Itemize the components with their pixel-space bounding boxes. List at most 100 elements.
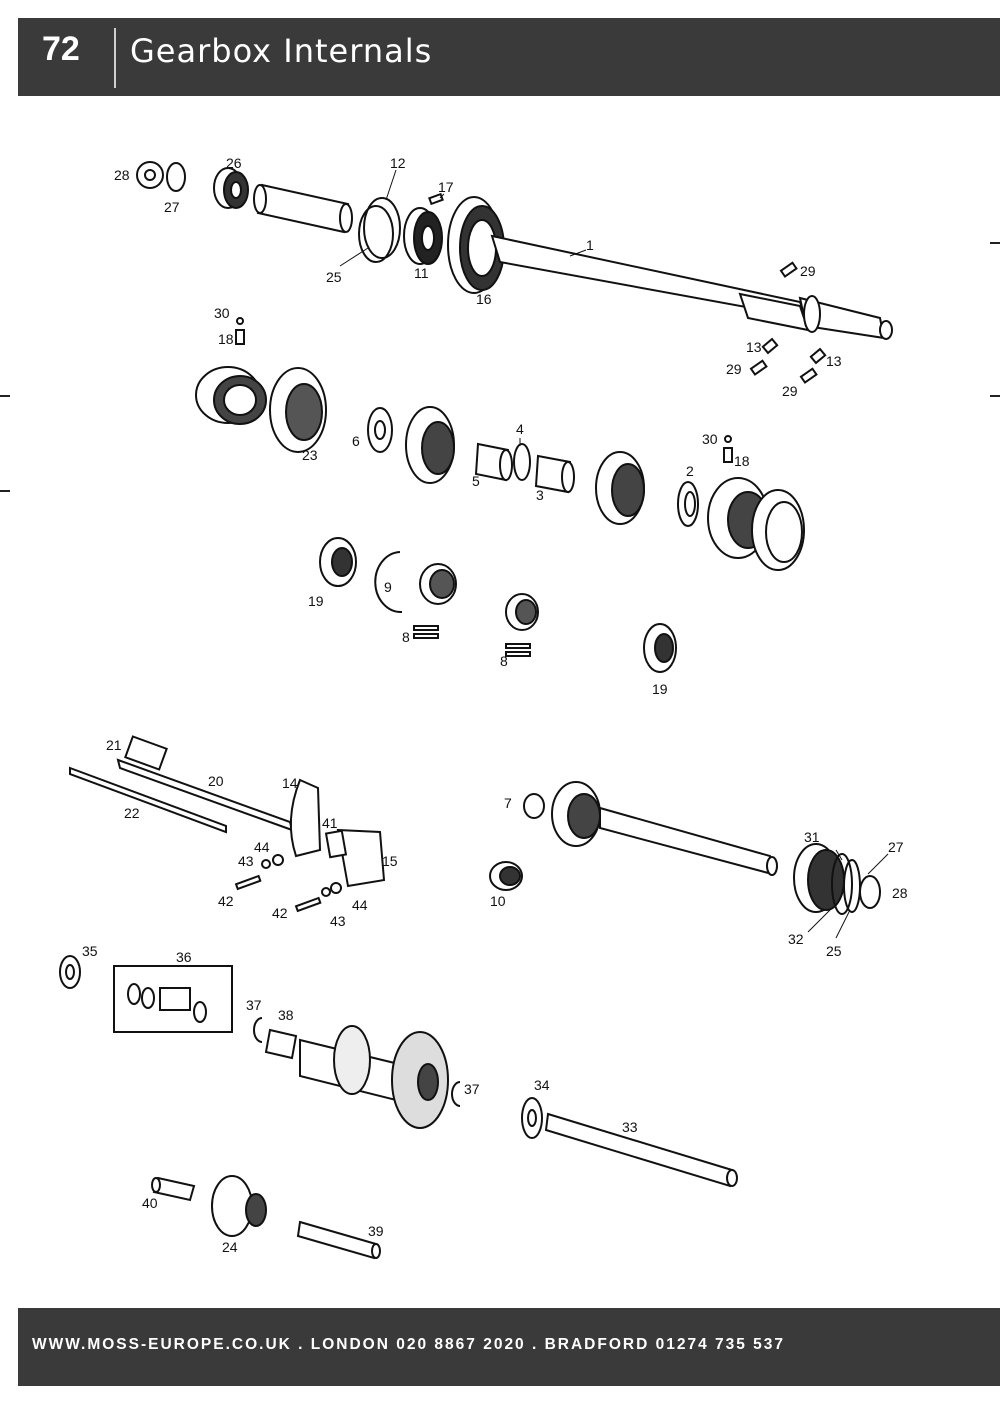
part-bush-5 (474, 442, 513, 482)
callout-label: 19 (652, 681, 668, 697)
callout-label: 44 (254, 839, 270, 855)
callout-label: 6 (352, 433, 360, 449)
callout-label: 23 (302, 447, 318, 463)
part-pin-29 (799, 367, 818, 384)
part-sleeve (253, 183, 353, 234)
callout-label: 25 (326, 269, 342, 285)
part-layshaft-33 (544, 1112, 738, 1188)
callout-label: 29 (800, 263, 816, 279)
callout-label: 34 (534, 1077, 550, 1093)
callout-label: 28 (892, 885, 908, 901)
part-fork-14 (289, 778, 322, 858)
callout-label: 29 (782, 383, 798, 399)
part-kit-box-36 (113, 965, 233, 1033)
callout-label: 33 (622, 1119, 638, 1135)
page-footer: WWW.MOSS-EUROPE.CO.UK . LONDON 020 8867 … (18, 1308, 1000, 1386)
part-needle-cage (505, 593, 539, 631)
part-spring-18 (723, 447, 733, 463)
callout-label: 14 (282, 775, 298, 791)
callout-label: 21 (106, 737, 122, 753)
callout-label: 20 (208, 773, 224, 789)
part-nut-28 (859, 875, 881, 909)
callout-label: 16 (476, 291, 492, 307)
part-bearing-26 (213, 167, 249, 209)
margin-mark (990, 395, 1000, 397)
part-fork-21 (124, 735, 168, 771)
part-circlip-9 (374, 551, 403, 614)
margin-mark (0, 490, 10, 492)
callout-label: 10 (490, 893, 506, 909)
part-fork-15 (336, 828, 386, 888)
callout-label: 9 (384, 579, 392, 595)
callout-label: 43 (330, 913, 346, 929)
page-header: 72 Gearbox Internals (18, 18, 1000, 96)
part-synchro-hub (195, 366, 267, 425)
callout-label: 8 (500, 653, 508, 669)
part-washer-44 (272, 854, 342, 894)
part-ring-19 (643, 623, 677, 673)
callout-label: 43 (238, 853, 254, 869)
part-thrust-washer-35 (59, 955, 81, 989)
callout-label: 4 (516, 421, 524, 437)
callout-label: 40 (142, 1195, 158, 1211)
part-screw-42 (234, 874, 262, 891)
part-circlip-12 (363, 197, 401, 259)
part-spring-13 (809, 347, 827, 365)
part-synchro-sleeve (751, 489, 805, 571)
part-spring-18 (235, 329, 245, 345)
margin-mark (0, 395, 10, 397)
callout-label: 39 (368, 1223, 384, 1239)
part-bearing-38 (264, 1028, 298, 1060)
callout-label: 36 (176, 949, 192, 965)
callout-label: 32 (788, 931, 804, 947)
part-nut-28 (136, 161, 164, 189)
part-layshaft-cluster (299, 1025, 449, 1129)
callout-label: 30 (214, 305, 230, 321)
callout-label: 42 (218, 893, 234, 909)
callout-label: 26 (226, 155, 242, 171)
part-rollers-8 (413, 625, 439, 639)
callout-label: 44 (352, 897, 368, 913)
callout-label: 5 (472, 473, 480, 489)
callout-label: 24 (222, 1239, 238, 1255)
part-needle-bearing-10 (489, 861, 523, 891)
part-bush-3 (534, 454, 575, 494)
part-first-motion-gear (551, 781, 601, 847)
part-gear (595, 451, 645, 525)
callout-label: 41 (322, 815, 338, 831)
header-divider (114, 28, 116, 88)
part-gear (405, 406, 455, 484)
callout-label: 25 (826, 943, 842, 959)
callout-label: 11 (414, 265, 429, 281)
part-washer-43 (261, 859, 331, 897)
part-pin-29 (749, 359, 768, 376)
part-circlip-25 (358, 205, 394, 263)
callout-label: 13 (826, 353, 842, 369)
part-first-motion-shaft (599, 806, 778, 876)
callout-label: 19 (308, 593, 324, 609)
part-ring-19 (319, 537, 357, 587)
callout-label: 12 (390, 155, 406, 171)
callout-label: 38 (278, 1007, 294, 1023)
callout-label: 2 (686, 463, 694, 479)
part-circlip-37 (253, 1017, 263, 1043)
part-bearing-11 (403, 207, 443, 265)
part-washer-4 (513, 443, 531, 481)
callout-label: 29 (726, 361, 742, 377)
part-mainshaft-1 (490, 234, 893, 340)
part-gear-23 (269, 367, 327, 453)
part-spring-13 (761, 337, 779, 355)
part-screw-42 (294, 896, 322, 913)
part-reverse-gear-24 (211, 1175, 267, 1237)
callout-label: 15 (382, 853, 398, 869)
part-washer-6 (367, 407, 393, 453)
callout-label: 8 (402, 629, 410, 645)
part-bush-7 (523, 793, 545, 819)
callout-label: 31 (804, 829, 820, 845)
callout-label: 17 (438, 179, 454, 195)
part-41 (324, 829, 348, 859)
part-bearing-31 (793, 843, 845, 913)
callout-label: 27 (888, 839, 904, 855)
callout-label: 7 (504, 795, 512, 811)
